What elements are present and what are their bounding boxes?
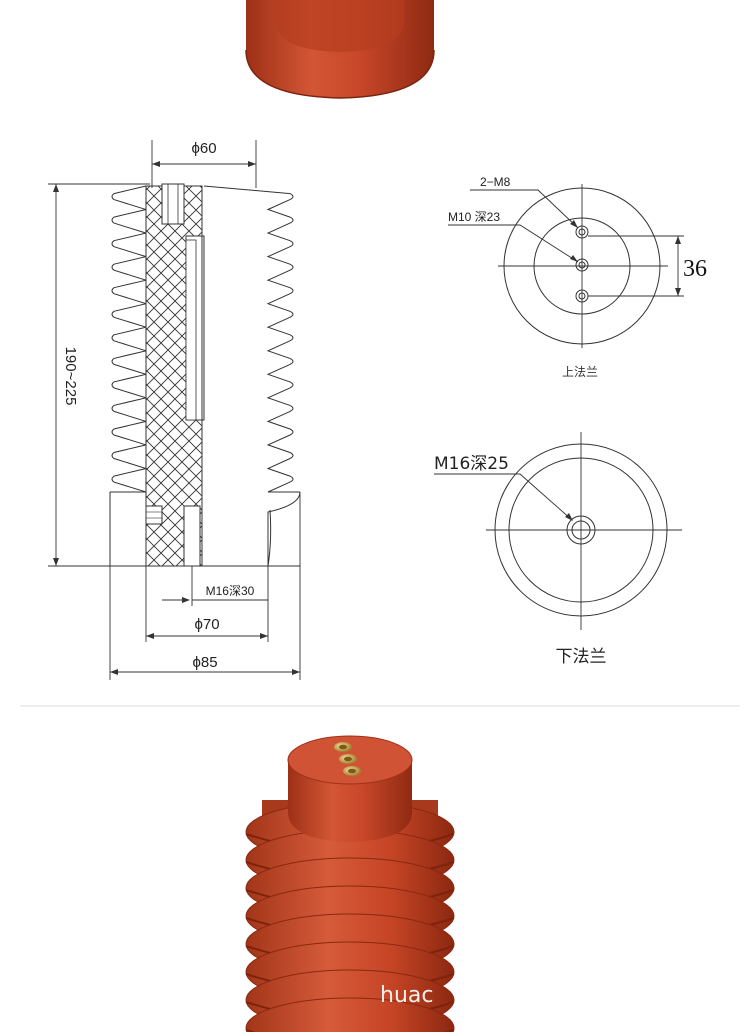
top-flange-view: 2−M8 M10 深23 36 上法兰 (448, 175, 707, 379)
dim-top-diameter: ϕ60 (191, 140, 216, 157)
bolt-hole-upper (575, 225, 589, 239)
top-flange-bolt-spacing: 36 (683, 256, 707, 282)
insulator-section-drawing: ϕ60 190~225 M16深30 ϕ70 ϕ85 (48, 140, 301, 680)
brass-insert-3 (343, 766, 361, 776)
insulator-photo-top (245, 0, 435, 99)
brass-insert-2 (339, 754, 357, 764)
dim-outer-diameter: ϕ85 (192, 654, 217, 671)
dim-height-range: 190~225 (62, 347, 79, 406)
top-flange-caption: 上法兰 (562, 365, 598, 379)
center-hole (575, 258, 589, 272)
top-flange-center-hole: M10 深23 (448, 210, 500, 224)
dim-bottom-thread: M16深30 (206, 584, 255, 598)
bottom-insert (183, 505, 201, 567)
base-body (109, 491, 301, 567)
brass-insert-1 (334, 742, 352, 752)
shed-profile-right (203, 185, 300, 493)
top-flange-bolt-spec: 2−M8 (480, 175, 511, 189)
shed-profile-left (110, 185, 148, 493)
bottom-flange-caption: 下法兰 (556, 647, 607, 667)
bottom-flange-view: M16深25 下法兰 (434, 432, 682, 667)
insulator-photo-bottom: huac (245, 735, 455, 1032)
watermark-text: huac (380, 983, 433, 1008)
dim-inner-diameter: ϕ70 (194, 616, 219, 633)
top-insert (161, 183, 185, 225)
photo-shed (245, 997, 455, 1032)
bottom-flange-center-hole: M16深25 (434, 454, 509, 474)
bottom-center-hole (566, 515, 596, 545)
